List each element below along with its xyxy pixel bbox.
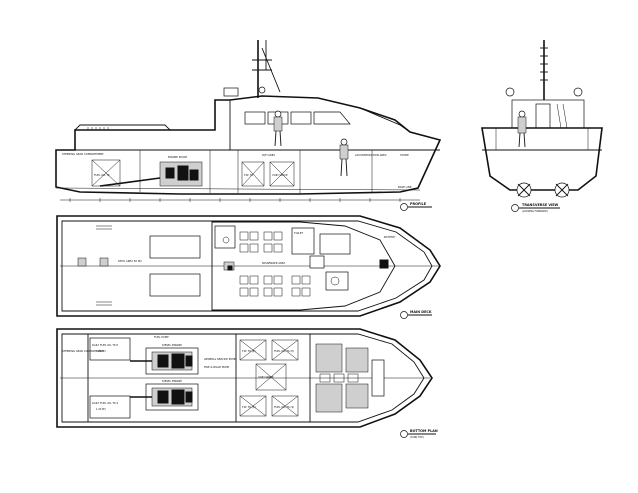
transverse-view: TRANSVERSE VIEW (LOOKING FORWARD) <box>481 40 603 213</box>
label-fuel-tank: FUEL OIL TK <box>94 173 110 177</box>
bottom-plan-view: DAILY FUEL OIL TK P 1.20 M3 DAILY FUEL O… <box>56 328 438 439</box>
label-steering-gear: STEERING GEAR COMPARTMENT <box>62 152 104 156</box>
label-daily-tank-s-cap: 1.20 M3 <box>96 408 106 411</box>
propeller-icon <box>516 182 532 198</box>
engine-profile <box>99 161 203 187</box>
label-void: VOID SPACE <box>272 173 288 177</box>
label-wheelhouse: W/H AREA <box>262 153 275 157</box>
label-baseline: BASE LINE <box>398 185 412 189</box>
engine-ps <box>130 347 199 375</box>
label-engine-room: ENGINE ROOM <box>168 155 187 159</box>
label-steering-gear-2: STEERING GEAR COMPARTMENT <box>62 349 104 353</box>
transverse-subtitle: (LOOKING FORWARD) <box>522 210 548 213</box>
label-engine-sb: DIESEL ENGINE <box>162 379 182 383</box>
label-fuel-tk-p: FUEL OIL TK (P) <box>274 349 294 353</box>
label-fw-tank-s: F.W. TK (S) <box>242 405 256 409</box>
label-accommodation: ACCOMMODATION AREA <box>355 153 387 157</box>
mast <box>223 40 281 98</box>
label-battery: BATTERY <box>384 235 396 239</box>
profile-view: STEERING GEAR COMPARTMENT ENGINE ROOM W/… <box>55 40 442 211</box>
person-figure <box>273 110 283 147</box>
profile-title: PROFILE <box>410 202 427 206</box>
label-void-tank: VOID SPACE <box>258 375 274 379</box>
label-fire-pump: FIRE & BILGE PUMP <box>204 365 230 369</box>
label-fw-tank-p: F.W. TK (P) <box>242 349 256 353</box>
engine-sb <box>130 383 199 411</box>
label-fuel-tk-s: FUEL OIL TK (S) <box>274 405 294 409</box>
label-toilet: TOILET <box>294 231 303 235</box>
propeller-icon <box>554 182 570 198</box>
label-deck-area: DECK AREA 50 M2 <box>118 259 142 263</box>
transverse-title: TRANSVERSE VIEW <box>522 203 559 207</box>
person-figure <box>339 138 349 177</box>
bottom-plan-title: BOTTOM PLAN <box>410 429 438 433</box>
label-store: STORE <box>400 153 409 157</box>
label-daily-tank-p-cap: 1.20 M3 <box>96 350 106 353</box>
main-deck-view: DECK AREA 50 M2 PASSENGER AREA TOILET <box>56 215 441 319</box>
person-figure <box>517 110 527 148</box>
bottom-plan-subtitle: (TANK TOP) <box>410 436 424 439</box>
label-daily-tank-p: DAILY FUEL OIL TK P <box>92 343 118 347</box>
label-fw-tank: F.W. TK <box>244 173 253 177</box>
main-deck-title: MAIN DECK <box>410 310 432 314</box>
label-service-pump: GENERAL SERVICE PUMP <box>204 357 236 361</box>
label-engine-ps: DIESEL ENGINE <box>162 343 182 347</box>
label-daily-tank-s: DAILY FUEL OIL TK S <box>92 401 118 405</box>
label-passenger-area: PASSENGER AREA <box>262 261 286 265</box>
label-fuel-pump: FUEL PUMP <box>154 335 169 339</box>
